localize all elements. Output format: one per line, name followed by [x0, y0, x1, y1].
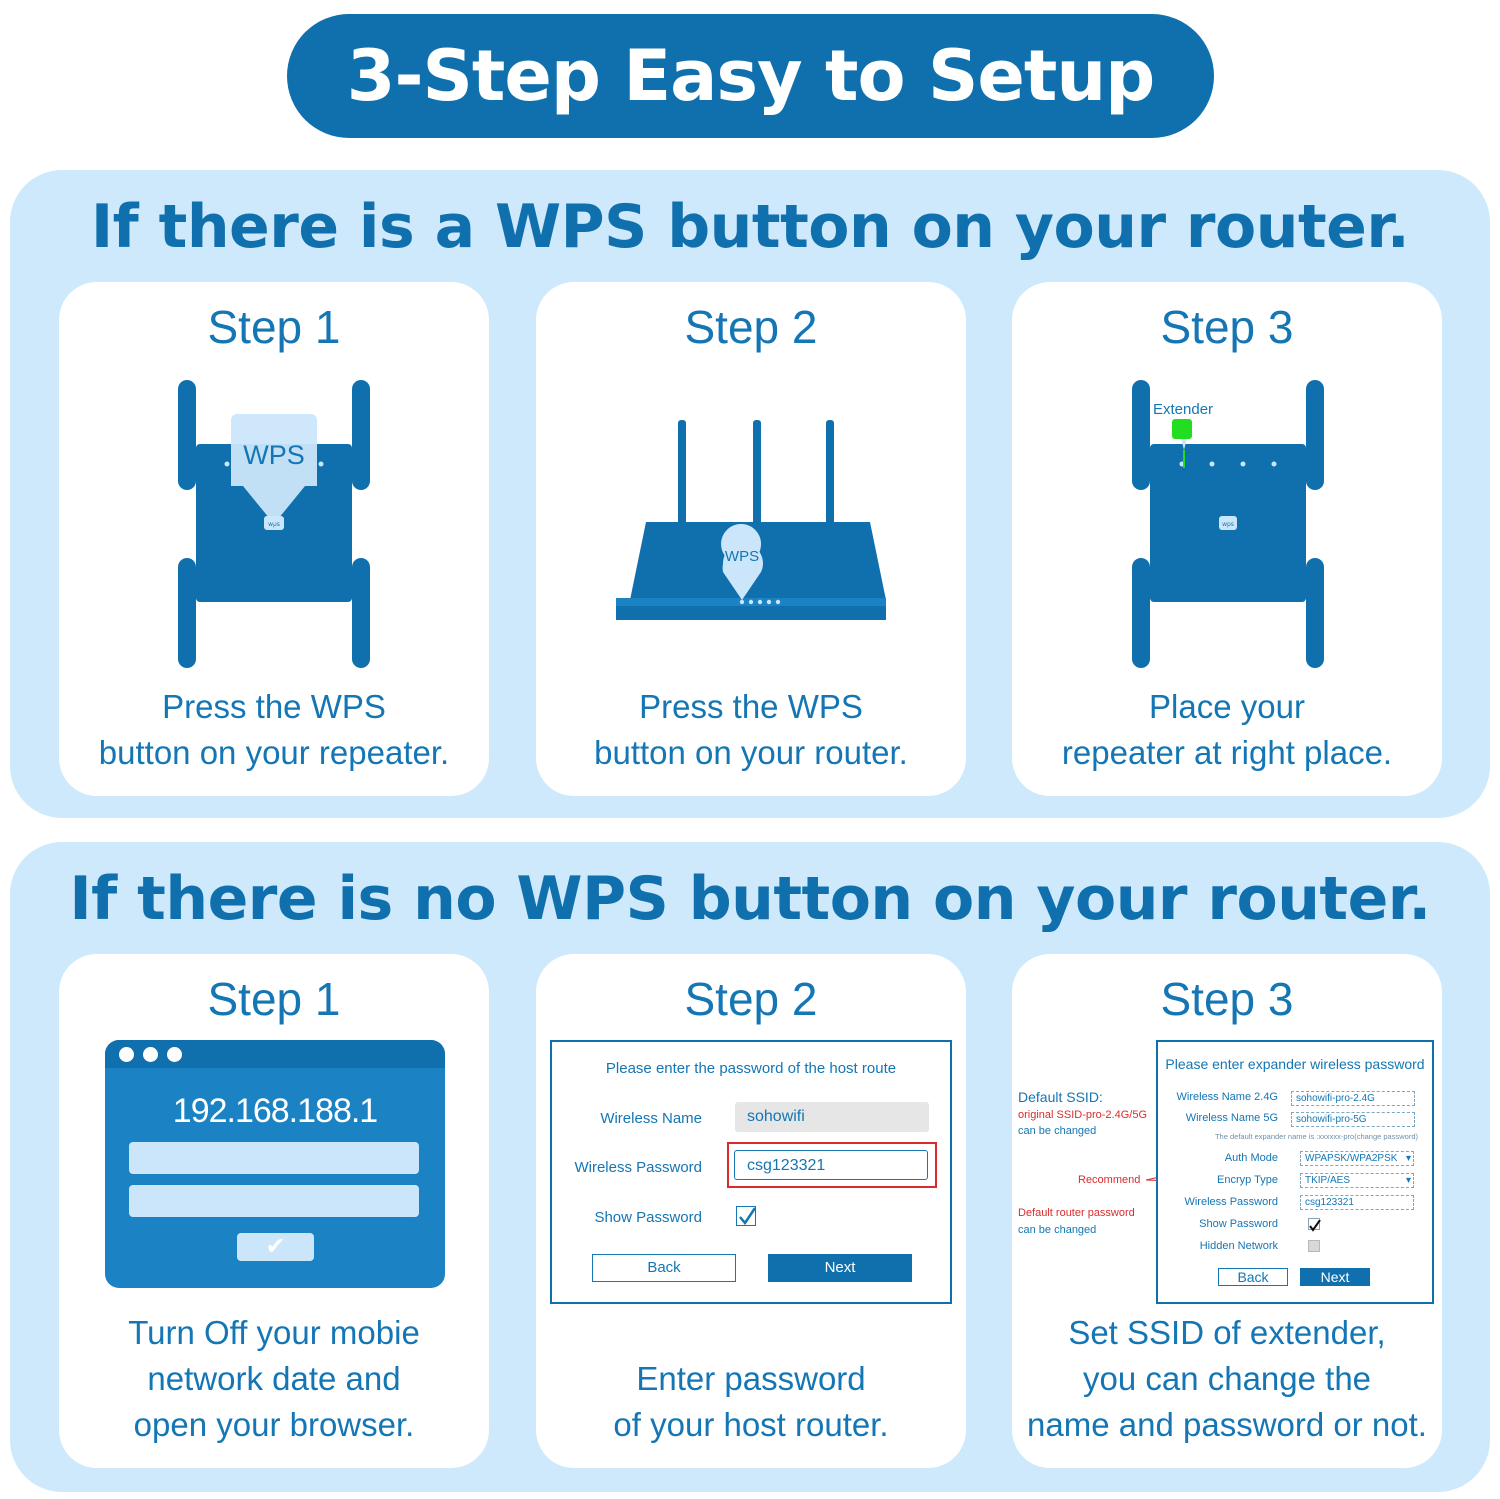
wireless-name-input[interactable]: sohowifi — [735, 1102, 929, 1132]
wireless-name-label: Wireless Name — [600, 1110, 702, 1127]
login-field — [129, 1185, 419, 1217]
check-mark-icon — [1309, 1219, 1321, 1232]
can-be-changed-annotation: can be changed — [1018, 1125, 1097, 1137]
login-field — [129, 1142, 419, 1174]
wps-small-label: wps — [268, 521, 280, 528]
step-title: Step 3 — [1160, 301, 1294, 353]
caption-line: Turn Off your mobie — [128, 1314, 420, 1351]
step-title: Step 2 — [684, 973, 818, 1025]
caption-line: Enter password — [636, 1360, 866, 1397]
wps-label: WPS — [243, 440, 305, 470]
wireless-password-input[interactable]: csg123321 — [1300, 1195, 1414, 1210]
form-header: Please enter expander wireless password — [1165, 1056, 1425, 1072]
section-wps-title: If there is a WPS button on your router. — [90, 192, 1410, 262]
show-password-label: Show Password — [1199, 1218, 1278, 1230]
confirm-check-icon: ✔ — [237, 1233, 314, 1261]
wireless-password-label: Wireless Password — [1184, 1196, 1278, 1208]
wireless-name-24-input[interactable]: sohowifi-pro-2.4G — [1291, 1091, 1415, 1106]
caption-line: repeater at right place. — [1061, 734, 1393, 771]
original-ssid-annotation: original SSID-pro-2.4G/5G — [1018, 1109, 1147, 1121]
recommend-annotation: Recommend — [1078, 1174, 1141, 1186]
wps-label: WPS — [725, 548, 759, 565]
wps-step2-card: Step 2 WPS Press the WPS button on your … — [536, 282, 966, 796]
caption-line: button on your router. — [594, 734, 908, 771]
show-password-checkbox[interactable] — [736, 1206, 757, 1226]
caption-line: you can change the — [1082, 1360, 1372, 1397]
title-banner: 3-Step Easy to Setup — [287, 14, 1214, 138]
window-dot-icon — [167, 1047, 182, 1062]
check-mark-icon — [739, 1207, 757, 1226]
wireless-password-input[interactable]: csg123321 — [734, 1150, 928, 1180]
auth-mode-label: Auth Mode — [1224, 1152, 1278, 1164]
section-no-wps-title: If there is no WPS button on your router… — [69, 864, 1431, 934]
can-be-changed-annotation: can be changed — [1018, 1224, 1097, 1236]
host-password-form: Please enter the password of the host ro… — [550, 1040, 952, 1304]
nowps-step3-card: Step 3 Default SSID: original SSID-pro-2… — [1012, 954, 1442, 1468]
step-caption: Turn Off your mobie network date and ope… — [59, 1310, 489, 1448]
next-button[interactable]: Next — [768, 1254, 912, 1282]
section-no-wps: If there is no WPS button on your router… — [10, 842, 1490, 1492]
extender-label: Extender — [1153, 401, 1213, 418]
wireless-name-5-label: Wireless Name 5G — [1185, 1112, 1278, 1124]
step-title: Step 3 — [1160, 973, 1294, 1025]
window-dot-icon — [119, 1047, 134, 1062]
extender-settings-form: Please enter expander wireless password … — [1156, 1040, 1434, 1304]
caption-line: Press the WPS — [639, 688, 863, 725]
wps-small-label: wps — [1222, 521, 1234, 528]
back-button[interactable]: Back — [1218, 1268, 1288, 1286]
highlight-box — [727, 1142, 937, 1188]
step-caption: Press the WPS button on your repeater. — [59, 684, 489, 776]
wps-step1-card: Step 1 wps WPS Press the WPS button on y… — [59, 282, 489, 796]
step-title: Step 1 — [207, 301, 341, 353]
caption-line: network date and — [147, 1360, 401, 1397]
encryp-type-label: Encryp Type — [1217, 1174, 1278, 1186]
caption-line: Place your — [1149, 688, 1305, 725]
section-wps: If there is a WPS button on your router.… — [10, 170, 1490, 818]
hidden-network-label: Hidden Network — [1199, 1240, 1278, 1252]
default-ssid-annotation: Default SSID: — [1018, 1089, 1103, 1105]
step-title: Step 2 — [684, 301, 818, 353]
caption-line: Press the WPS — [162, 688, 386, 725]
nowps-step1-card: Step 1 192.168.188.1 ✔ Turn Off your mob… — [59, 954, 489, 1468]
step-caption: Press the WPS button on your router. — [536, 684, 966, 776]
router-ip-address: 192.168.188.1 — [172, 1092, 378, 1130]
window-dot-icon — [143, 1047, 158, 1062]
next-button[interactable]: Next — [1300, 1268, 1370, 1286]
form-header: Please enter the password of the host ro… — [605, 1060, 897, 1077]
wireless-password-label: Wireless Password — [574, 1159, 702, 1176]
caption-line: name and password or not. — [1027, 1406, 1427, 1443]
caption-line: of your host router. — [613, 1406, 889, 1443]
back-button[interactable]: Back — [592, 1254, 736, 1282]
repeater-wps-illustration: wps WPS — [178, 380, 370, 668]
show-password-checkbox[interactable] — [1308, 1218, 1321, 1232]
encryp-type-select[interactable]: TKIP/AES — [1300, 1173, 1414, 1188]
nowps-step2-card: Step 2 Please enter the password of the … — [536, 954, 966, 1468]
default-router-password-annotation: Default router password — [1018, 1207, 1135, 1219]
step-caption: Set SSID of extender, you can change the… — [1012, 1310, 1442, 1448]
caption-line: button on your repeater. — [98, 734, 450, 771]
default-name-note: The default expander name is :xxxxxx-pro… — [1214, 1132, 1418, 1141]
show-password-label: Show Password — [594, 1209, 702, 1226]
hidden-network-checkbox[interactable] — [1308, 1240, 1320, 1252]
router-wps-illustration: WPS — [616, 420, 886, 620]
auth-mode-select[interactable]: WPAPSK/WPA2PSK — [1300, 1151, 1414, 1166]
wireless-name-5-input[interactable]: sohowifi-pro-5G — [1291, 1112, 1415, 1127]
step-caption: Enter password of your host router. — [536, 1356, 966, 1448]
step-caption: Place your repeater at right place. — [1012, 684, 1442, 776]
caption-line: Set SSID of extender, — [1068, 1314, 1386, 1351]
repeater-placed-illustration: wps Extender — [1132, 380, 1324, 668]
banner-title: 3-Step Easy to Setup — [346, 35, 1156, 117]
wps-step3-card: Step 3 wps Extender Place your repeater … — [1012, 282, 1442, 796]
step-title: Step 1 — [207, 973, 341, 1025]
wireless-name-24-label: Wireless Name 2.4G — [1176, 1091, 1278, 1103]
browser-titlebar — [105, 1040, 445, 1068]
led-indicator — [1172, 419, 1192, 439]
caption-line: open your browser. — [133, 1406, 415, 1443]
browser-window-illustration: 192.168.188.1 ✔ — [105, 1040, 445, 1288]
